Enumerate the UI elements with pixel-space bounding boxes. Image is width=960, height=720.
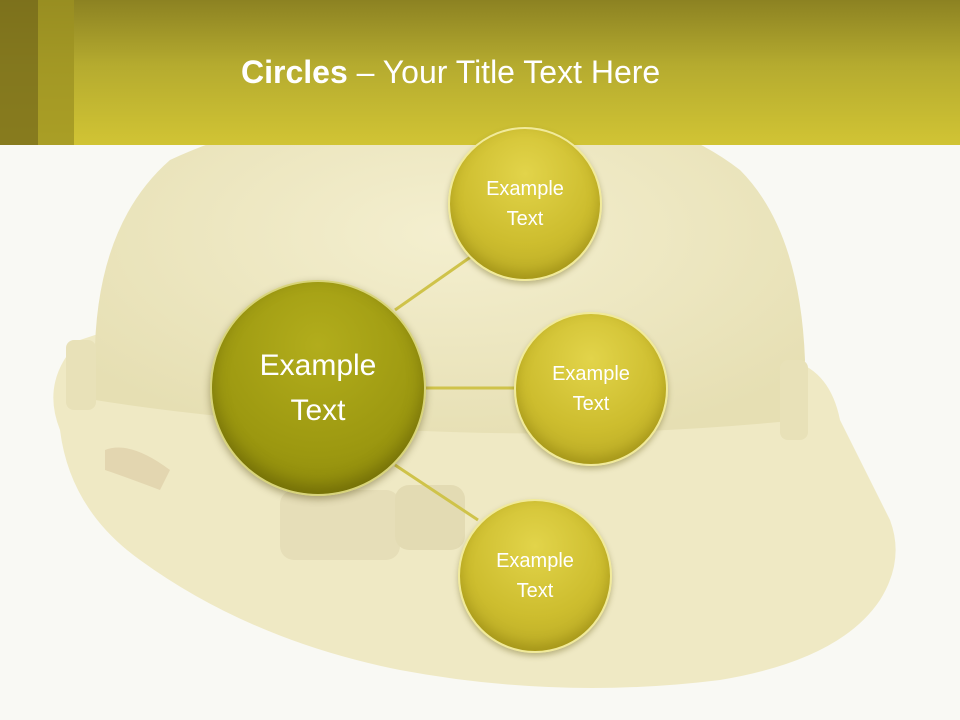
node-circle-middle: Example Text xyxy=(514,312,668,466)
slide-title: Circles – Your Title Text Here xyxy=(241,54,660,98)
node-circle-line1: Example xyxy=(552,363,630,385)
connector-line-top xyxy=(394,254,473,312)
connector-line-bottom xyxy=(394,463,479,522)
header-accent-band xyxy=(38,0,74,145)
center-circle: Example Text xyxy=(210,280,426,496)
node-circle-top: Example Text xyxy=(448,127,602,281)
node-circle-line2: Text xyxy=(572,393,610,415)
node-circle-line1: Example xyxy=(486,178,564,200)
node-circle-line1: Example xyxy=(496,550,574,572)
title-bold-text: Circles xyxy=(241,54,348,90)
node-circle-line2: Text xyxy=(516,580,554,602)
center-circle-line1: Example xyxy=(259,349,377,382)
node-circle-line2: Text xyxy=(506,208,544,230)
title-bar: Circles – Your Title Text Here xyxy=(0,0,960,145)
center-circle-line2: Text xyxy=(290,394,346,427)
title-rest-text: – Your Title Text Here xyxy=(347,54,661,90)
node-circle-bottom: Example Text xyxy=(458,499,612,653)
header-accent-band xyxy=(0,0,38,145)
